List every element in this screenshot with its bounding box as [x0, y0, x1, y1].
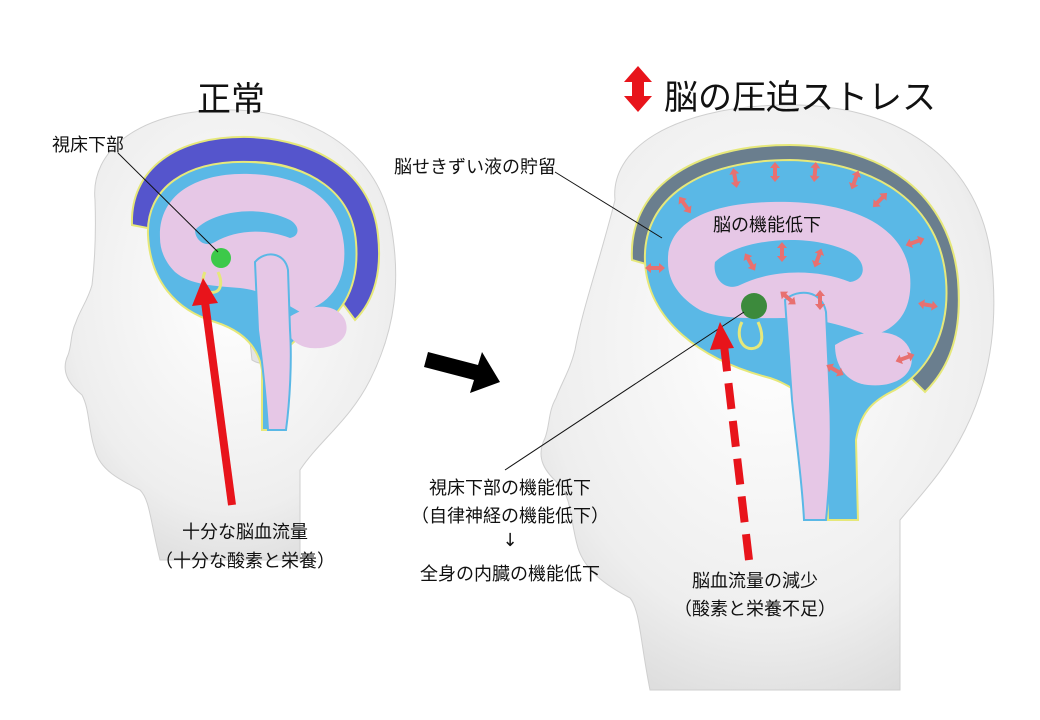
pressure-arrow	[729, 168, 741, 188]
right-ventricle	[714, 239, 863, 287]
left-hypothalamus-leader	[117, 152, 219, 253]
right-title: 脳の圧迫ストレス	[664, 78, 936, 118]
right-hypothalamus	[741, 293, 767, 319]
hypothalamus-function-leader	[504, 311, 745, 471]
hypothalamus-function-arrow: ↓	[502, 530, 518, 551]
pressure-arrow	[872, 192, 888, 208]
left-title: 正常	[197, 80, 265, 120]
pressure-arrow	[770, 162, 780, 182]
left-cerebellum	[285, 306, 347, 349]
pressure-arrow	[895, 351, 915, 365]
left-bloodflow-label-1: 十分な脳血流量	[182, 522, 308, 543]
left-hypothalamus	[211, 248, 231, 268]
left-ventricle	[195, 211, 298, 245]
left-brain	[159, 173, 345, 312]
right-cerebellum	[835, 332, 912, 386]
pressure-arrows	[645, 162, 938, 377]
pressure-arrow	[809, 162, 821, 182]
pressure-arrow	[905, 235, 925, 249]
compression-double-arrow-icon	[624, 66, 652, 112]
right-bloodflow-label-2: （酸素と栄養不足）	[674, 599, 836, 620]
left-bloodflow-arrowhead	[192, 278, 218, 306]
pressure-arrow	[811, 248, 825, 268]
right-head	[504, 104, 995, 691]
pressure-arrow	[743, 253, 757, 271]
pressure-arrow	[777, 242, 787, 262]
csf-label: 脳せきずい液の貯留	[394, 157, 556, 178]
right-bloodflow-arrowhead	[710, 322, 734, 350]
hypothalamus-function-label-2: （自律神経の機能低下）	[411, 506, 609, 527]
pressure-arrow	[918, 299, 938, 311]
right-brainstem	[783, 291, 832, 521]
pressure-arrow	[780, 291, 796, 305]
brain-function-label: 脳の機能低下	[713, 215, 821, 236]
left-hypothalamus-label: 視床下部	[52, 135, 124, 156]
pressure-arrow	[815, 290, 825, 310]
pressure-arrow	[645, 263, 665, 273]
pressure-arrow	[848, 170, 862, 190]
left-head	[64, 109, 397, 561]
pressure-arrow	[678, 196, 692, 214]
hypothalamus-function-label-3: 全身の内臓の機能低下	[420, 564, 600, 585]
left-bloodflow-label-2: （十分な酸素と栄養）	[155, 551, 335, 572]
left-brainstem	[253, 253, 292, 431]
hypothalamus-function-label-1: 視床下部の機能低下	[429, 478, 591, 499]
csf-leader	[554, 171, 663, 239]
right-pituitary	[737, 321, 764, 351]
left-bloodflow-arrow-shaft	[201, 301, 236, 506]
right-bloodflow-label-1: 脳血流量の減少	[692, 571, 818, 592]
pressure-arrow	[826, 363, 844, 377]
process-arrow	[424, 352, 500, 393]
